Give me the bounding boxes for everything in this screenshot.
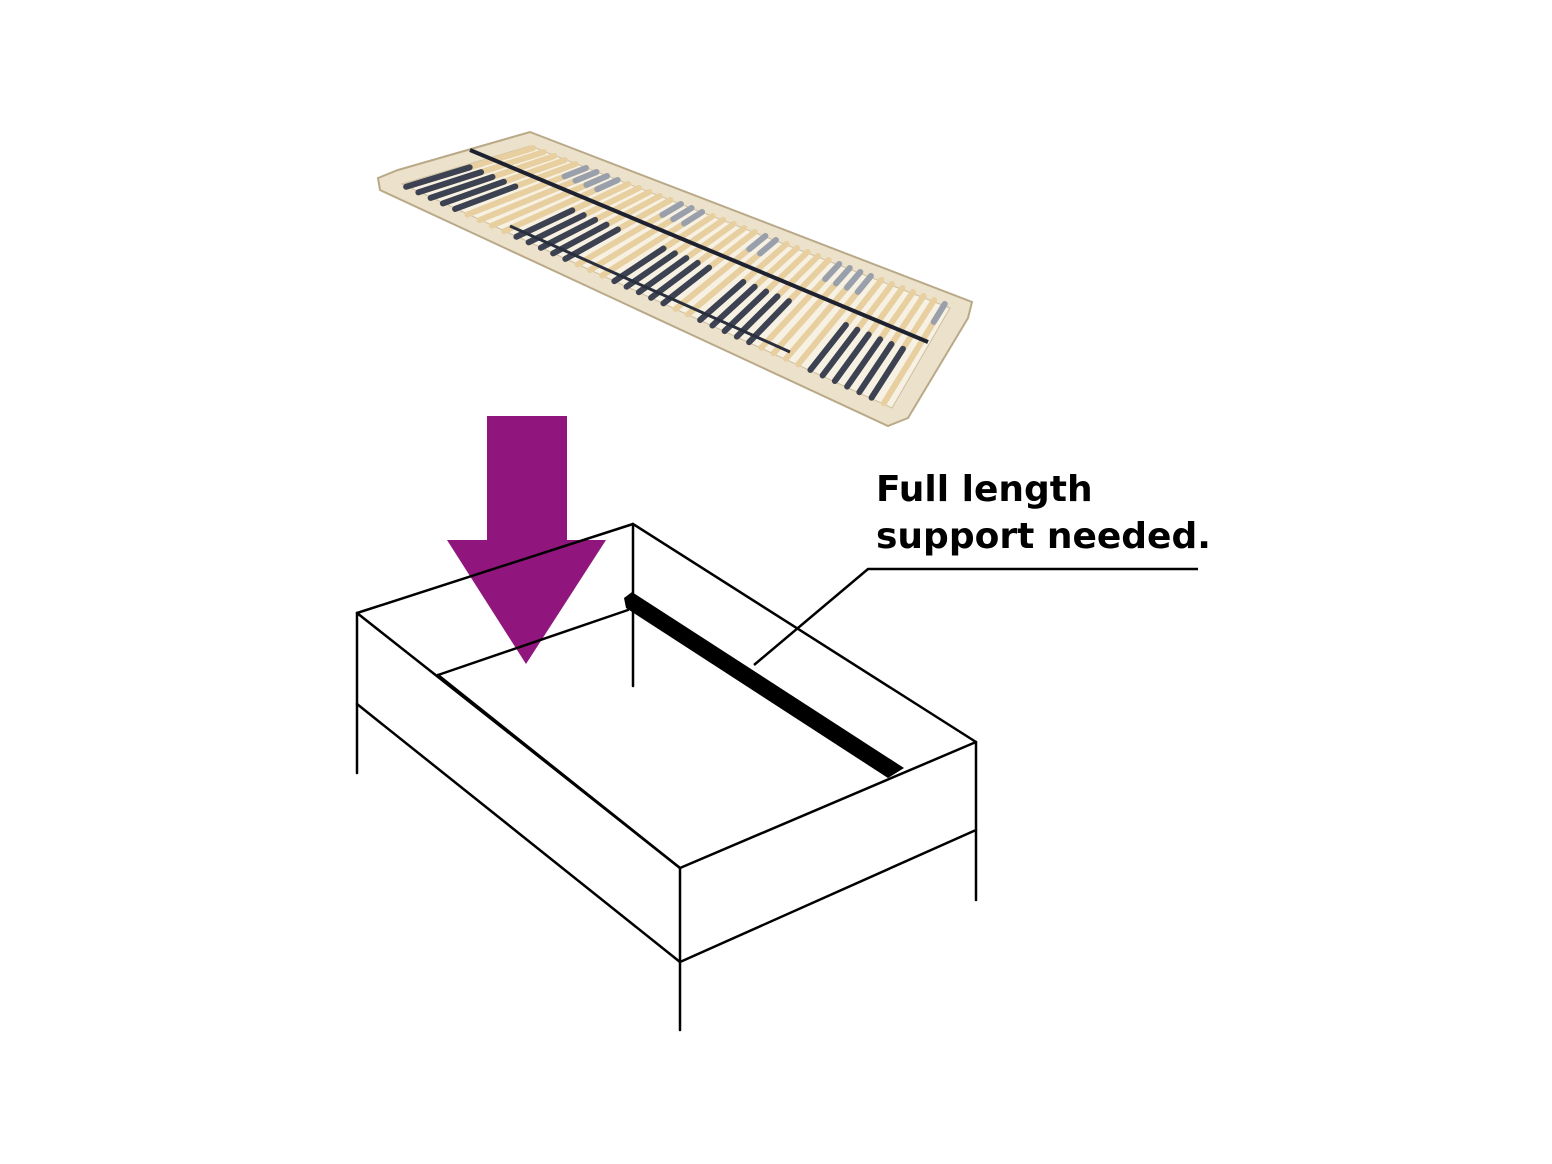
slatted-bed-base-image (376, 130, 974, 428)
slat-end-cap (681, 209, 706, 227)
slat-end-cap (930, 301, 948, 325)
hardness-strap (469, 148, 929, 344)
slat-end-cap (594, 177, 621, 193)
hardness-strap-2 (509, 224, 791, 354)
slat-hardness-cap (856, 341, 895, 396)
slat-end-cap (854, 273, 874, 295)
slat-hardness-cap (439, 178, 507, 207)
inner-left-rail (436, 673, 682, 870)
slat-hardness-cap (819, 326, 861, 379)
slat-end-cap (822, 261, 843, 283)
slat-hardness-cap (831, 331, 872, 385)
frame-top-right (631, 522, 978, 744)
callout-leader-line (753, 567, 1198, 666)
centre-support-rail (624, 592, 904, 778)
slat-hardness-cap (807, 321, 849, 373)
slat-end-cap (757, 237, 779, 257)
slat-hardness-cap (844, 336, 884, 390)
slat-end-cap (572, 169, 600, 184)
slat-hardness-cap (403, 164, 473, 190)
inner-back-rail (436, 608, 630, 677)
slat-hardness-cap (415, 169, 485, 196)
callout-line-1: Full length (876, 469, 1093, 510)
slat-end-cap (659, 201, 684, 218)
slat-end-cap (746, 233, 769, 253)
side-bottom-front (678, 828, 978, 964)
bed-frame-drawing (355, 522, 978, 1032)
slat-hardness-cap (868, 345, 906, 401)
frame-top-back (355, 522, 635, 615)
slat-end-cap (843, 269, 864, 291)
callout-text: Full length support needed. (876, 466, 1211, 560)
frame-top-front (678, 740, 978, 870)
side-bottom-left (355, 702, 682, 964)
slat-end-cap (561, 165, 590, 180)
down-arrow-icon (447, 416, 606, 664)
slat-end-cap (670, 205, 695, 223)
callout-line-2: support needed. (876, 516, 1211, 557)
slats-group (403, 145, 948, 407)
slat-hardness-cap (452, 183, 519, 212)
slat-hardness-cap (427, 173, 496, 201)
slat-end-cap (583, 173, 611, 188)
slat-end-cap (833, 265, 853, 287)
